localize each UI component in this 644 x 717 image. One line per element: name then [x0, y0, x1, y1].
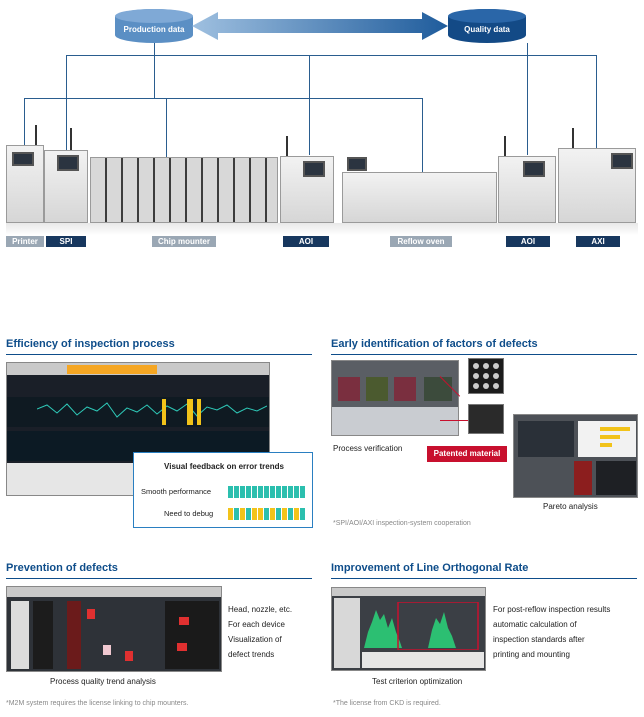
- label-reflow-oven: Reflow oven: [390, 236, 452, 247]
- smooth-bars: [228, 485, 306, 503]
- quality-data-cylinder: Quality data: [448, 9, 526, 43]
- axi-machine: [558, 148, 636, 223]
- process-verification-label: Process verification: [333, 444, 403, 453]
- printer-machine: [6, 145, 44, 223]
- debug-bars: [228, 507, 306, 525]
- label-chip-mounter: Chip mounter: [152, 236, 216, 247]
- aoi-machine-1: [280, 156, 334, 223]
- patented-material-badge: Patented material: [427, 446, 507, 462]
- prevention-title: Prevention of defects: [6, 562, 118, 574]
- prevention-line4: defect trends: [228, 650, 275, 659]
- improvement-caption: Test criterion optimization: [372, 677, 463, 686]
- prevention-line1: Head, nozzle, etc.: [228, 605, 293, 614]
- improvement-line1: For post-reflow inspection results: [493, 605, 611, 614]
- improvement-line4: printing and mounting: [493, 650, 570, 659]
- callout-title: Visual feedback on error trends: [164, 462, 284, 471]
- chip-mounter-machine: [90, 157, 278, 223]
- improvement-line2: automatic calculation of: [493, 620, 577, 629]
- need-to-debug-label: Need to debug: [164, 509, 214, 518]
- quality-data-label: Quality data: [464, 25, 510, 34]
- prevention-line3: Visualization of: [228, 635, 282, 644]
- aoi-machine-2: [498, 156, 556, 223]
- smooth-performance-label: Smooth performance: [141, 487, 212, 496]
- prevention-line2: For each device: [228, 620, 285, 629]
- improvement-title: Improvement of Line Orthogonal Rate: [331, 562, 529, 574]
- label-axi: AXI: [576, 236, 620, 247]
- prevention-note: *M2M system requires the license linking…: [6, 700, 189, 707]
- production-data-label: Production data: [123, 25, 185, 34]
- early-title: Early identification of factors of defec…: [331, 338, 538, 350]
- improvement-line3: inspection standards after: [493, 635, 585, 644]
- reflow-oven-machine: [342, 157, 497, 223]
- zoom-bga: [468, 358, 504, 394]
- test-criterion-screenshot: [331, 587, 486, 671]
- label-aoi-1: AOI: [283, 236, 329, 247]
- production-data-cylinder: Production data: [115, 9, 193, 43]
- prevention-caption: Process quality trend analysis: [50, 677, 156, 686]
- label-spi: SPI: [46, 236, 86, 247]
- pareto-label: Pareto analysis: [543, 502, 598, 511]
- label-aoi-2: AOI: [506, 236, 550, 247]
- pareto-screenshot: [513, 414, 638, 498]
- process-verification-screenshot: [331, 360, 459, 436]
- improvement-note: *The license from CKD is required.: [333, 700, 441, 707]
- double-arrow-icon: [192, 12, 448, 40]
- label-printer: Printer: [6, 236, 44, 247]
- error-trends-callout: Visual feedback on error trends Smooth p…: [133, 452, 313, 528]
- spi-machine: [44, 150, 88, 223]
- zoom-chip: [468, 404, 504, 434]
- efficiency-title: Efficiency of inspection process: [6, 338, 175, 350]
- early-note: *SPI/AOI/AXI inspection-system cooperati…: [333, 520, 471, 527]
- process-quality-screenshot: [6, 586, 222, 672]
